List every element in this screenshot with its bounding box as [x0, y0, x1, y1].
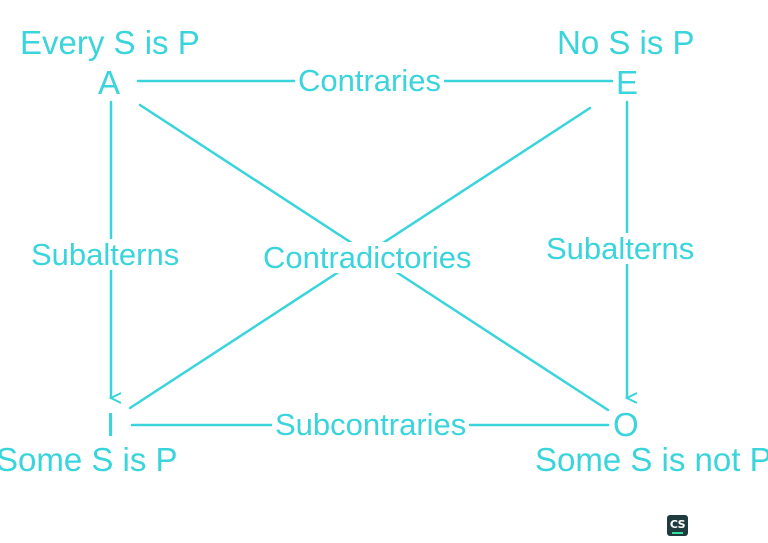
- subcontraries-label: Subcontraries: [272, 409, 470, 440]
- proposition-e-label: No S is P: [557, 24, 695, 61]
- proposition-i-label: Some S is P: [0, 443, 178, 476]
- corner-letter-i: I: [106, 406, 116, 443]
- proposition-o-label: Some S is not P: [535, 443, 768, 476]
- corner-letter-a: A: [98, 64, 121, 101]
- right-subalterns-label: Subalterns: [543, 233, 698, 264]
- proposition-a-label: Every S is P: [20, 24, 200, 61]
- left-subalterns-label: Subalterns: [28, 239, 183, 270]
- contraries-label: Contraries: [295, 65, 444, 96]
- corner-letter-o: O: [613, 406, 639, 443]
- corner-letter-e: E: [616, 64, 639, 101]
- contradictories-label: Contradictories: [260, 242, 475, 273]
- camscanner-logo-icon: CS: [667, 515, 688, 536]
